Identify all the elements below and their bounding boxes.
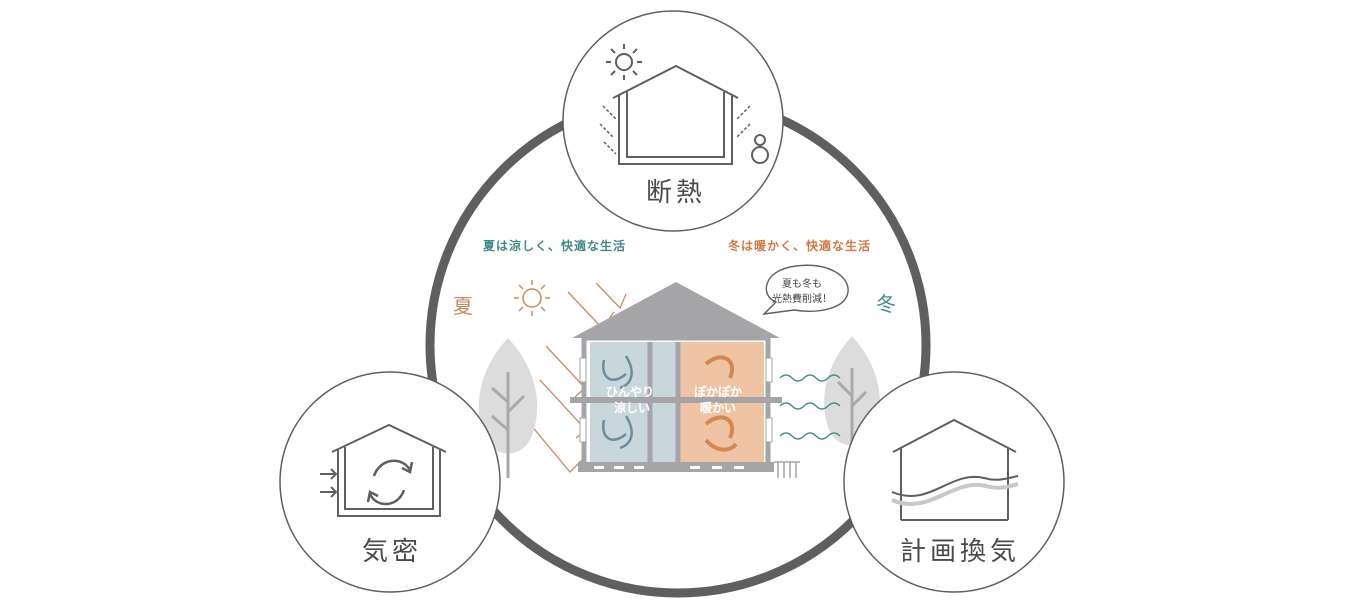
summer-sun-icon — [514, 280, 550, 316]
inflow-arrows-icon — [320, 468, 338, 498]
warm-room-text-2: 暖かい — [700, 400, 736, 415]
center-house — [570, 282, 800, 478]
winter-caption: 冬は暖かく、快適な生活 — [728, 238, 871, 253]
summer-label: 夏 — [453, 294, 473, 318]
insulation-label: 断熱 — [646, 178, 706, 208]
cool-room-text-1: ひんやり — [606, 385, 654, 399]
center-illustration: 夏は涼しく、快適な生活 冬は暖かく、快適な生活 夏 冬 — [453, 238, 896, 478]
left-tree-icon — [478, 338, 538, 478]
airtight-label: 気密 — [362, 537, 422, 567]
savings-speech-bubble: 夏も冬も 光熱費削減！ — [762, 264, 849, 315]
house-icon — [612, 64, 739, 165]
warm-room-text-1: ぽかぽか — [694, 384, 742, 399]
cool-air-arrows-icon — [601, 355, 633, 450]
house-icon — [892, 418, 1017, 521]
heat-arrows-icon — [599, 105, 751, 155]
thermometer-icon — [751, 134, 769, 164]
cool-room-text-2: 涼しい — [614, 400, 650, 415]
winter-label: 冬 — [876, 292, 896, 316]
house-icon — [331, 423, 447, 517]
ventilation-node: 計画換気 — [843, 371, 1065, 593]
bubble-text-2: 光熱費削減！ — [772, 292, 832, 305]
insulation-node: 断熱 — [562, 10, 784, 232]
airtight-node: 気密 — [279, 371, 501, 593]
circulation-arrows-icon — [366, 459, 414, 506]
summer-caption: 夏は涼しく、快適な生活 — [483, 238, 626, 253]
warm-air-arrows-icon — [704, 355, 738, 452]
sun-icon — [606, 44, 642, 80]
ventilation-label: 計画換気 — [900, 537, 1020, 567]
bubble-text-1: 夏も冬も — [782, 277, 822, 290]
winter-wind-waves-icon — [779, 374, 841, 440]
airflow-curve-icon — [891, 475, 1019, 506]
